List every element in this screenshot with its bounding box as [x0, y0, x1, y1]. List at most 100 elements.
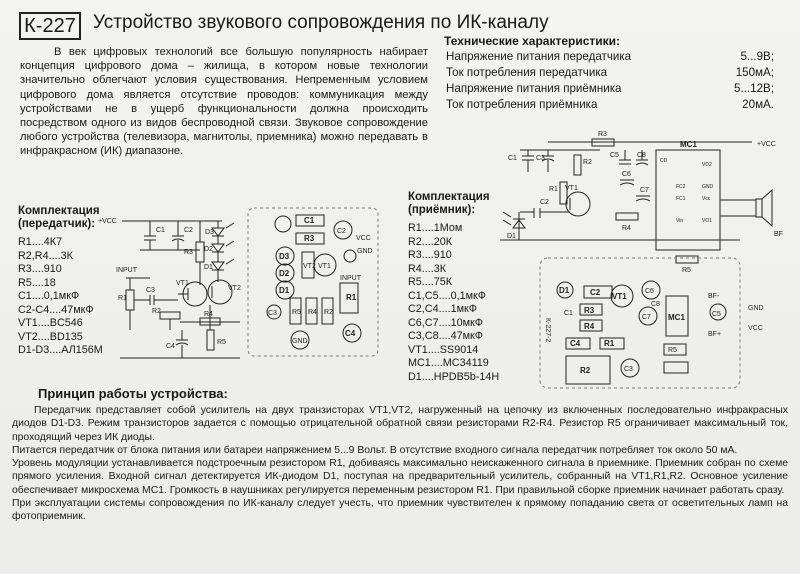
- page-title: Устройство звукового сопровождения по ИК…: [93, 12, 549, 33]
- tx-schematic: [120, 220, 240, 359]
- spec-value: 5...12В;: [734, 82, 774, 95]
- rx-pcb-vt1: VT1: [612, 292, 627, 301]
- list-item: R5....18: [18, 276, 56, 289]
- spec-row: Напряжение питания приёмника 5...12В;: [446, 81, 774, 97]
- label-r2: R2: [152, 308, 161, 315]
- list-item: C6,C7....10мкФ: [408, 316, 483, 329]
- rx-pcb-r5: R5: [668, 347, 677, 354]
- tx-kit-heading-line1: Комплектация: [18, 205, 100, 217]
- rx-pcb-vcc: VCC: [748, 325, 763, 332]
- rx-pcb-r3: R3: [584, 306, 595, 315]
- principle-paragraph: При эксплуатации системы сопровождения п…: [12, 498, 788, 523]
- list-item: R2,R4....3К: [18, 249, 73, 262]
- list-item: VT1....BC546: [18, 317, 83, 329]
- label-r5: R5: [217, 339, 226, 346]
- label-c3: C3: [146, 287, 155, 294]
- rx-kit-list: R1....1Мом R2....20К R3....910 R4....3К …: [408, 222, 499, 384]
- rx-kit-heading-line1: Комплектация: [408, 191, 490, 203]
- rx-label-d1: D1: [507, 233, 516, 240]
- rx-label-c2: C2: [540, 199, 549, 206]
- intro-paragraph: В век цифровых технологий все большую по…: [20, 45, 428, 159]
- pcb-vt1: VT1: [318, 263, 331, 270]
- tx-kit-heading-line2: (передатчик):: [18, 218, 96, 230]
- specs-heading: Технические характеристики:: [444, 34, 621, 48]
- pcb-r5: R5: [292, 309, 301, 316]
- list-item: VT1....SS9014: [408, 343, 479, 356]
- rx-pcb-gnd: GND: [748, 305, 764, 312]
- pcb-r4: R4: [308, 309, 317, 316]
- rx-label-r4: R4: [622, 225, 631, 232]
- list-item: C1....0,1мкФ: [18, 290, 80, 302]
- pcb-input: INPUT: [340, 275, 362, 282]
- rx-label-c7: C7: [640, 187, 649, 194]
- label-r1: R1: [118, 295, 127, 302]
- principle-heading: Принцип работы устройства:: [38, 386, 228, 401]
- pcb-gnd-2: GND: [292, 338, 308, 345]
- rx-pcb-c7: C7: [642, 314, 651, 321]
- tx-board-labels: C1 R3 C2 VCC GND D3 D2 D1 VT2 VT1 INPUT …: [268, 216, 373, 345]
- principle-paragraph: Уровень модуляции устанавливается подстр…: [12, 458, 788, 496]
- list-item: R3....910: [18, 263, 62, 275]
- rx-vcc-label: +VCC: [757, 141, 776, 148]
- pcb-r3: R3: [304, 234, 315, 243]
- pcb-d3: D3: [279, 252, 290, 261]
- list-item: R1....4К7: [18, 236, 63, 248]
- rx-kit-heading: Комплектация (приёмник):: [408, 191, 490, 217]
- rx-label-c8: C8: [637, 152, 646, 159]
- tx-schematic-labels: +VCC C1 C2 D3 D2 D1 R3 VT1 VT2 INPUT R1 …: [98, 218, 241, 350]
- label-r3: R3: [184, 249, 193, 256]
- kit-code-badge: К-227: [19, 12, 81, 40]
- rx-pcb-bf-plus: BF+: [708, 331, 721, 338]
- spec-row: Ток потребления приёмника 20мА.: [446, 97, 774, 113]
- list-item: MC1....MC34119: [408, 357, 489, 369]
- pcb-r1: R1: [346, 293, 357, 302]
- spec-label: Напряжение питания передатчика: [446, 50, 632, 63]
- rx-pcb-c6: C6: [645, 288, 654, 295]
- list-item: R5....75К: [408, 276, 453, 288]
- rx-label-r5: R5: [682, 267, 691, 274]
- rx-pcb-r4: R4: [584, 322, 595, 331]
- label-c2: C2: [184, 227, 193, 234]
- rx-label-r2: R2: [583, 159, 592, 166]
- rx-label-c5: C5: [610, 152, 619, 159]
- list-item: C1,C5....0,1мкФ: [408, 289, 486, 302]
- pin-gnd: GND: [702, 184, 714, 190]
- list-item: R1....1Мом: [408, 222, 463, 234]
- list-item: R2....20К: [408, 235, 453, 248]
- spec-label: Ток потребления приёмника: [446, 98, 598, 111]
- rx-pcb-bf-minus: BF-: [708, 293, 720, 300]
- tx-input-label: INPUT: [116, 267, 138, 274]
- principle-paragraph: Питается передатчик от блока питания или…: [12, 444, 738, 456]
- list-item: D1-D3....АЛ156М: [18, 344, 103, 356]
- rx-kit-heading-line2: (приёмник):: [408, 204, 476, 216]
- label-d1: D1: [204, 264, 213, 271]
- rx-label-c1: C1: [508, 155, 517, 162]
- rx-pcb-c4: C4: [570, 339, 581, 348]
- rx-schematic-labels: R3 C1 C3 R2 C5 C8 MC1 +VCC R1 VT1 C6 C2 …: [507, 131, 783, 274]
- pcb-vt2: VT2: [303, 263, 316, 270]
- rx-pcb-c3: C3: [624, 366, 633, 373]
- rx-ic-label: MC1: [680, 140, 697, 149]
- label-d3: D3: [205, 229, 214, 236]
- list-item: D1....HPDB5b-14H: [408, 370, 500, 383]
- pcb-c1: C1: [304, 216, 315, 225]
- list-item: C2,C4....1мкФ: [408, 303, 477, 315]
- pcb-d1: D1: [279, 286, 290, 295]
- pin-vcc: Vcc: [702, 196, 711, 202]
- rx-board: [539, 257, 741, 389]
- spec-label: Напряжение питания приёмника: [446, 82, 622, 95]
- label-d2: D2: [204, 246, 213, 253]
- pcb-vcc: VCC: [356, 235, 371, 242]
- spec-value: 5...9В;: [740, 50, 774, 63]
- tx-kit-list: R1....4К7 R2,R4....3К R3....910 R5....18…: [18, 236, 103, 358]
- pin-vd2: VD2: [702, 162, 712, 168]
- rx-board-code: К-227-2: [544, 318, 551, 342]
- rx-pcb-c1: C1: [564, 310, 573, 317]
- spec-value: 20мА.: [742, 98, 774, 111]
- principle-body: Передатчик представляет собой усилитель …: [12, 404, 788, 524]
- rx-label-c3: C3: [536, 155, 545, 162]
- tx-kit-heading: Комплектация (передатчик):: [18, 205, 100, 231]
